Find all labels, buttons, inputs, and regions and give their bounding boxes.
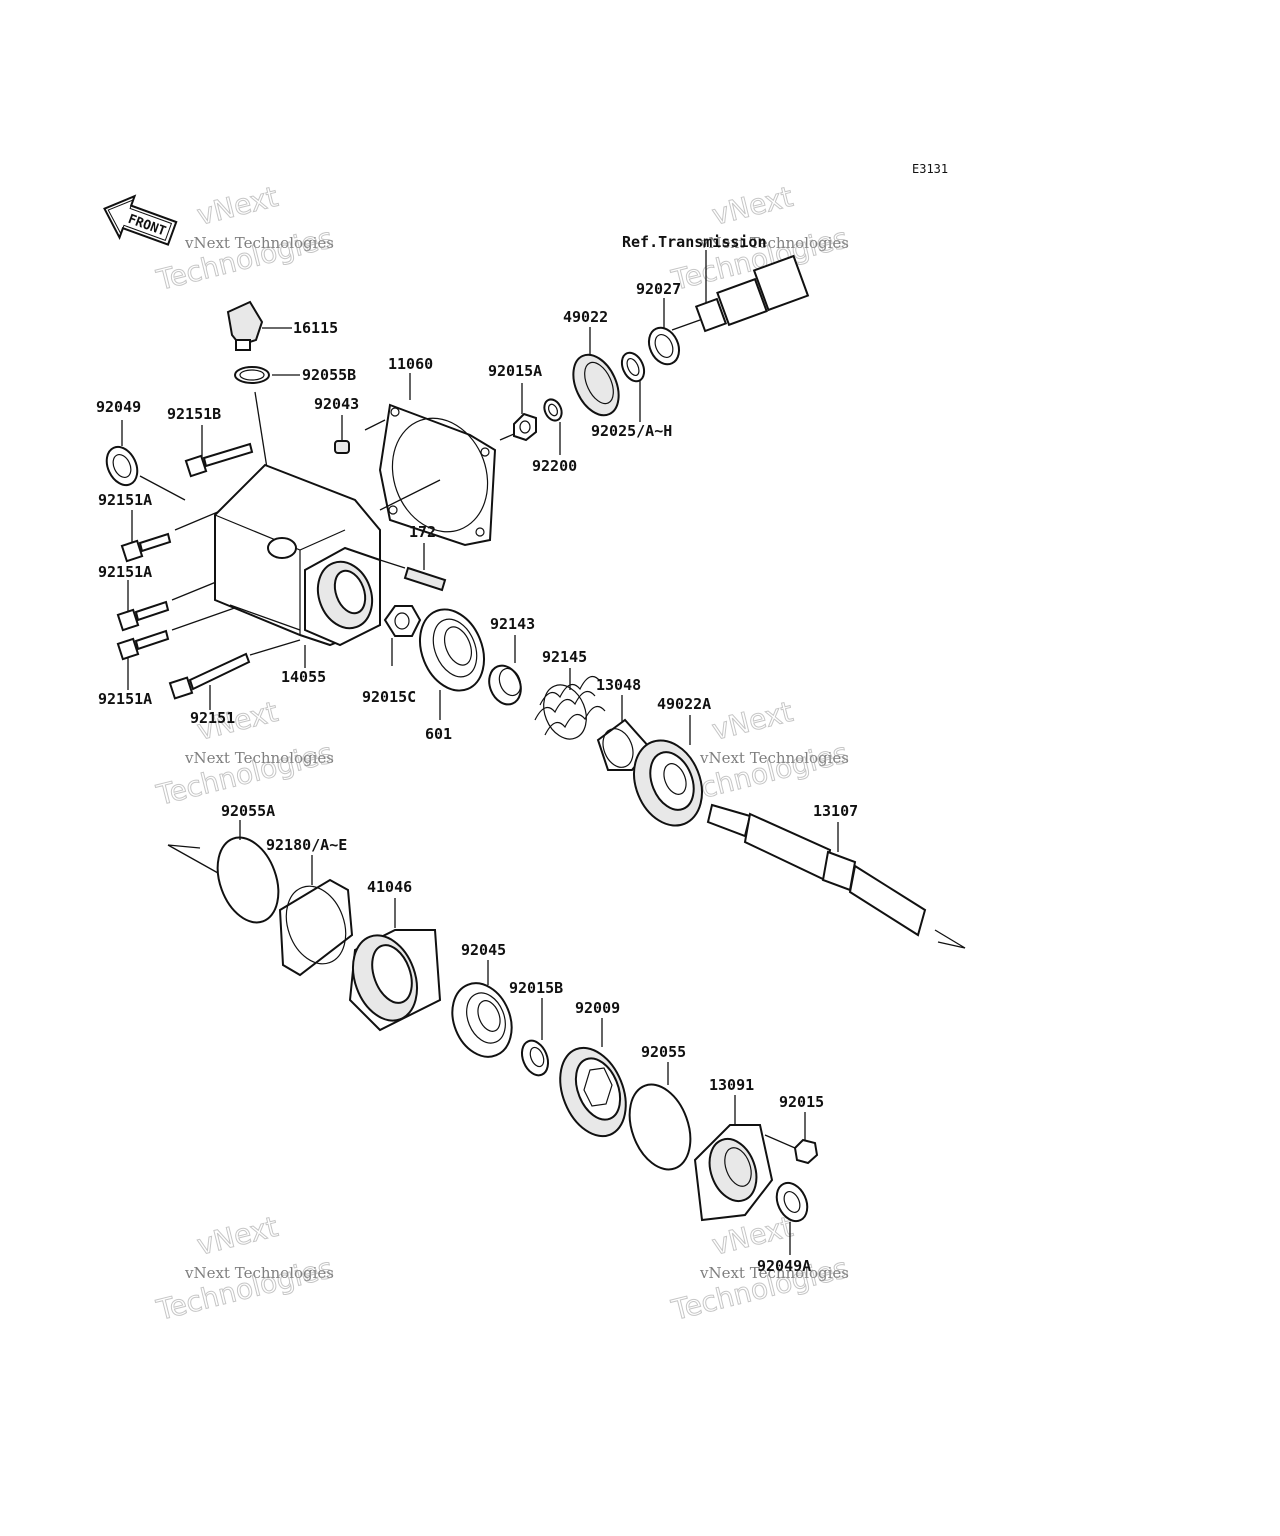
- part-92151B-shape: [184, 425, 254, 478]
- part-92027-shape: [647, 298, 681, 366]
- watermark-text: vNext Technologies: [184, 234, 334, 252]
- part-92200-shape: [543, 398, 563, 455]
- part-label[interactable]: 92151A: [98, 491, 152, 509]
- part-601-shape: [419, 608, 485, 720]
- part-92045-shape: [451, 960, 513, 1058]
- part-label[interactable]: 49022: [563, 308, 608, 326]
- part-13107-shape: [706, 803, 966, 949]
- part-92143-shape: [488, 635, 522, 706]
- part-92043-shape: [334, 415, 350, 454]
- part-label[interactable]: 92143: [490, 615, 535, 633]
- part-label[interactable]: 92015A: [488, 362, 542, 380]
- watermark-text: vNext Technologies: [699, 749, 849, 767]
- watermark-text: vNext: [194, 1210, 281, 1262]
- part-label[interactable]: 92151A: [98, 690, 152, 708]
- part-label[interactable]: 41046: [367, 878, 412, 896]
- part-49022A-shape: [633, 715, 703, 827]
- part-92180-shape: [278, 855, 354, 977]
- part-label[interactable]: 92025/A~H: [591, 422, 672, 440]
- part-92055-shape: [628, 1062, 692, 1171]
- part-92055A-shape: [167, 820, 280, 924]
- part-92015B-shape: [520, 998, 550, 1077]
- part-label[interactable]: 92151A: [98, 563, 152, 581]
- part-14055-shape: [214, 463, 406, 668]
- part-label[interactable]: 92043: [314, 395, 359, 413]
- part-label[interactable]: 92200: [532, 457, 577, 475]
- part-label[interactable]: 92145: [542, 648, 587, 666]
- part-label[interactable]: 601: [425, 725, 452, 743]
- part-label[interactable]: 92055: [641, 1043, 686, 1061]
- part-label[interactable]: 13107: [813, 802, 858, 820]
- watermark-text: vNext Technologies: [184, 749, 334, 767]
- transmission-ref-shaft: Ref.Transmission: [622, 233, 810, 333]
- part-label[interactable]: 92015C: [362, 688, 416, 706]
- part-label[interactable]: 92015: [779, 1093, 824, 1111]
- part-92025-shape: [620, 351, 646, 422]
- part-label[interactable]: 172: [409, 523, 436, 541]
- part-label[interactable]: 92151B: [167, 405, 221, 423]
- part-label[interactable]: 13091: [709, 1076, 754, 1094]
- part-92151A-1-shape: [120, 489, 271, 563]
- part-label[interactable]: 11060: [388, 355, 433, 373]
- part-label[interactable]: 13048: [596, 676, 641, 694]
- watermark-text: vNext: [709, 695, 796, 747]
- part-16115-shape: [226, 300, 292, 351]
- part-11060-shape: [364, 373, 497, 547]
- watermark-text: vNext Technologies: [699, 234, 849, 252]
- watermark-text: vNext: [194, 180, 281, 232]
- part-label[interactable]: 16115: [293, 319, 338, 337]
- watermark-text: vNext Technologies: [184, 1264, 334, 1282]
- watermark-text: vNext Technologies: [699, 1264, 849, 1282]
- part-92015-shape: [793, 1112, 819, 1165]
- part-label[interactable]: 92180/A~E: [266, 836, 347, 854]
- watermark-text: Technologies: [153, 1251, 336, 1327]
- part-label[interactable]: 49022A: [657, 695, 711, 713]
- part-92151-shape: [168, 639, 301, 710]
- watermark-text: vNext: [709, 180, 796, 232]
- part-92049A-shape: [775, 1181, 809, 1255]
- watermark-top-left: vNext vNext Technologies Technologies: [152, 179, 336, 297]
- watermark-bottom-left: vNext vNext Technologies Technologies: [152, 1209, 336, 1327]
- part-label[interactable]: 14055: [281, 668, 326, 686]
- part-label[interactable]: 92045: [461, 941, 506, 959]
- part-92009-shape: [559, 1018, 627, 1138]
- part-92145-shape: [534, 668, 606, 740]
- part-92015A-shape: [499, 383, 537, 442]
- part-labels: 16115 92055B 11060 92043 92049 92151B 92…: [96, 280, 858, 1275]
- reference-label: Ref.Transmission: [622, 233, 767, 251]
- part-13091-shape: [693, 1095, 796, 1222]
- part-label[interactable]: 92049: [96, 398, 141, 416]
- part-label[interactable]: 92055A: [221, 802, 275, 820]
- part-label[interactable]: 92049A: [757, 1257, 811, 1275]
- part-49022-shape: [572, 327, 620, 417]
- watermark-text: Technologies: [153, 736, 336, 812]
- watermark-text: Technologies: [153, 221, 336, 297]
- part-label[interactable]: 92151: [190, 709, 235, 727]
- part-41046-shape: [348, 898, 442, 1032]
- part-172-shape: [403, 543, 447, 592]
- diagram-code: E3131: [912, 162, 948, 176]
- part-92049-shape: [105, 420, 186, 501]
- part-label[interactable]: 92015B: [509, 979, 563, 997]
- part-92015C-shape: [383, 605, 422, 666]
- watermark-middle-left: vNext vNext Technologies Technologies: [152, 694, 336, 812]
- part-label[interactable]: 92009: [575, 999, 620, 1017]
- front-arrow-icon: FRONT: [103, 194, 178, 246]
- part-label[interactable]: 92055B: [302, 366, 356, 384]
- part-label[interactable]: 92027: [636, 280, 681, 298]
